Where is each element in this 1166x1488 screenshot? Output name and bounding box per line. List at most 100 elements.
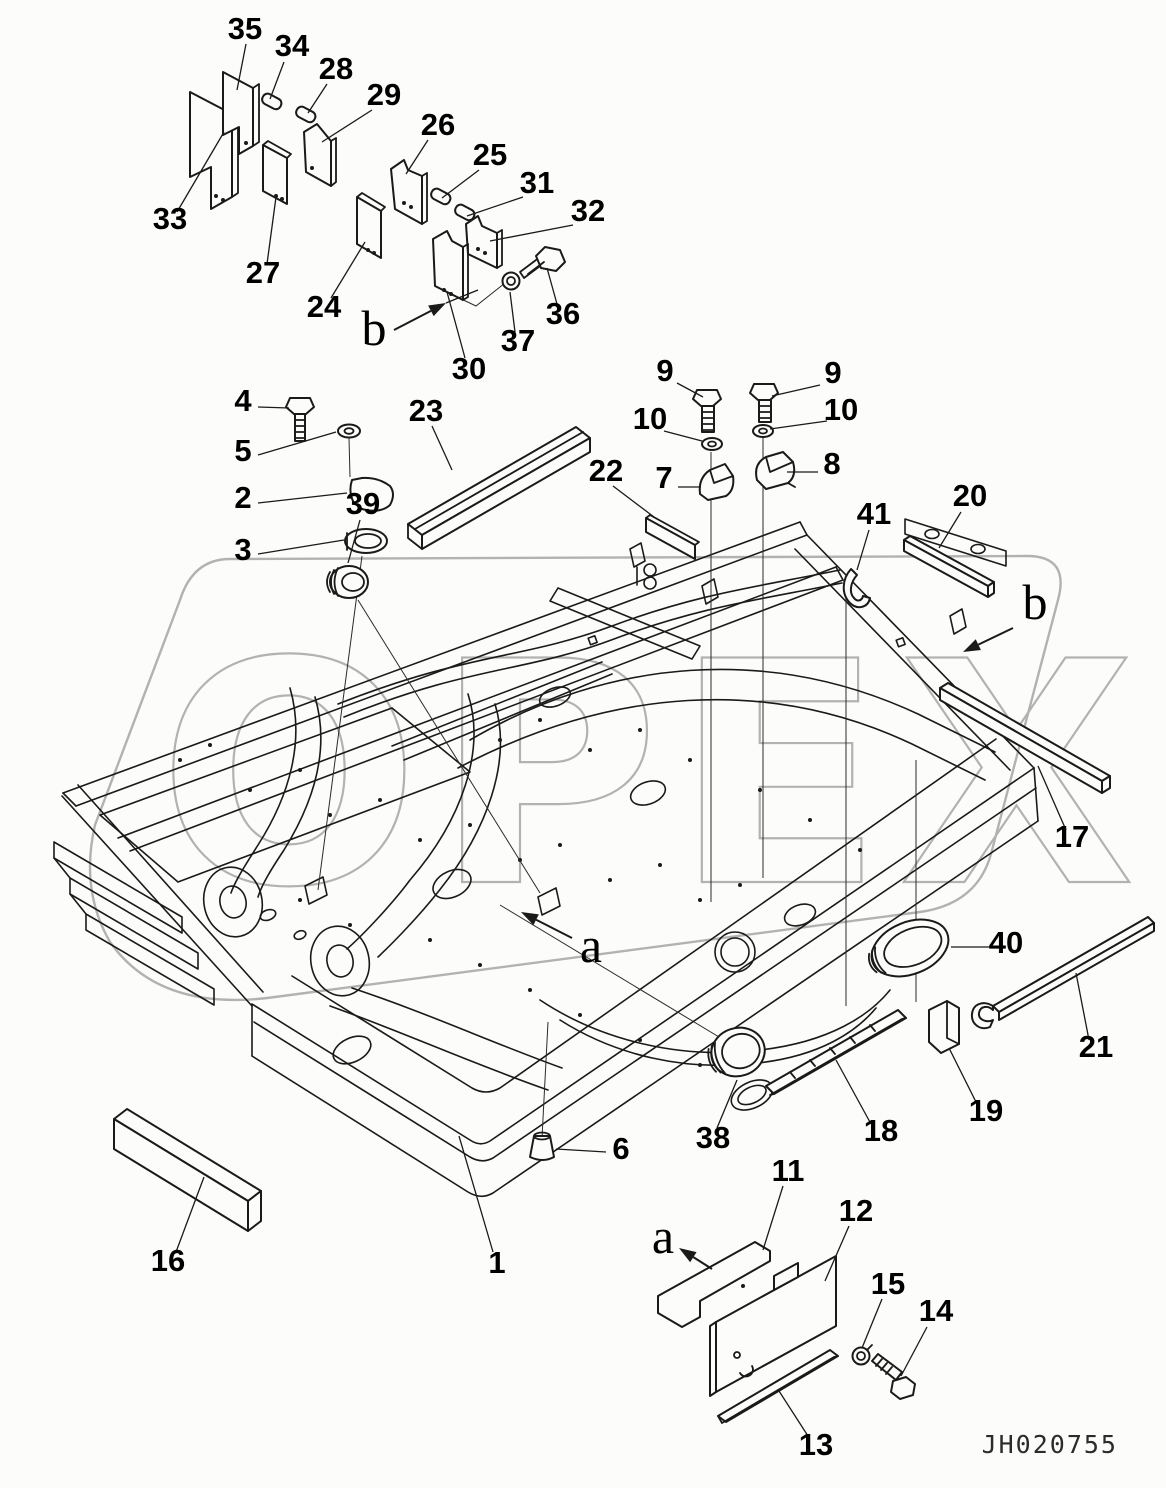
section-letter-b-0: b	[362, 300, 387, 356]
callout-label-26: 26	[421, 107, 455, 142]
part-19-wedge	[928, 1000, 960, 1054]
section-arrow-head-b-0	[428, 303, 446, 317]
callout-label-15: 15	[871, 1266, 905, 1301]
callout-label-21: 21	[1079, 1029, 1113, 1064]
callout-leader-25	[441, 169, 480, 199]
callout-label-31: 31	[520, 165, 554, 200]
callout-label-8: 8	[823, 446, 840, 481]
callout-leader-31	[466, 196, 524, 217]
callout-label-37: 37	[501, 323, 535, 358]
callout-label-32: 32	[571, 193, 605, 228]
part-27-plate	[262, 140, 292, 205]
callout-label-39: 39	[346, 486, 380, 521]
callout-label-38: 38	[696, 1120, 730, 1155]
part-25-pin	[430, 187, 452, 206]
part-38-grommet	[707, 1026, 766, 1078]
part-17-bar	[939, 682, 1111, 794]
callout-label-28: 28	[319, 51, 353, 86]
part-20-bar	[903, 535, 995, 598]
part-5-washer	[337, 423, 361, 439]
callout-leader-16	[175, 1176, 205, 1253]
callout-label-10: 10	[824, 392, 858, 427]
part-36-bolt	[519, 246, 566, 279]
rivet-dots	[178, 718, 862, 1067]
callout-label-16: 16	[151, 1243, 185, 1278]
part-34-pin	[261, 92, 283, 111]
callout-label-41: 41	[857, 496, 891, 531]
callout-leader-23	[431, 425, 453, 471]
section-letter-a-2: a	[580, 917, 602, 973]
callout-label-30: 30	[452, 351, 486, 386]
callout-label-35: 35	[228, 11, 262, 46]
callout-leader-24	[330, 241, 366, 299]
part-32-plate	[465, 215, 503, 269]
callout-label-10: 10	[633, 401, 667, 436]
part-26-plate	[390, 159, 428, 225]
callout-leader-13	[778, 1390, 809, 1437]
callout-leader-33	[176, 131, 225, 213]
part-23-strip	[407, 426, 591, 550]
callout-leader-29	[321, 109, 373, 143]
section-arrow-head-a-3	[679, 1248, 697, 1263]
callout-leader-1	[458, 1135, 494, 1253]
callout-leader-12	[824, 1225, 850, 1282]
callout-leader-9	[676, 382, 704, 398]
callout-leader-35	[236, 43, 247, 91]
callout-label-18: 18	[864, 1113, 898, 1148]
callout-leader-38	[716, 1079, 738, 1129]
callout-label-4: 4	[234, 383, 252, 418]
part-15-washer	[851, 1344, 873, 1366]
part-9-bolt-left	[692, 389, 722, 433]
part-14-bolt	[871, 1353, 916, 1400]
part-11-plate	[657, 1241, 771, 1328]
callout-label-36: 36	[546, 296, 580, 331]
part-21-strip	[970, 916, 1155, 1030]
part-40-oval-grommet	[867, 918, 950, 978]
callout-label-9: 9	[824, 355, 841, 390]
callout-label-19: 19	[969, 1093, 1003, 1128]
callout-leader-39	[347, 519, 361, 564]
callout-label-12: 12	[839, 1193, 873, 1228]
callout-leader-34	[269, 61, 285, 100]
exploded-parts	[113, 71, 1155, 1424]
callout-leader-36	[546, 267, 558, 305]
callout-leader-3	[257, 539, 345, 555]
part-8-wedge	[755, 451, 796, 490]
callout-label-24: 24	[307, 289, 342, 324]
section-letter-a-3: a	[652, 1208, 674, 1264]
part-13-bar	[717, 1349, 839, 1424]
callout-label-17: 17	[1055, 819, 1089, 854]
callout-leader-28	[307, 83, 328, 114]
callout-label-13: 13	[799, 1427, 833, 1462]
section-arrow-line-a-2	[535, 918, 573, 939]
callout-label-9: 9	[656, 353, 673, 388]
part-10-washer-left	[701, 437, 723, 451]
section-letter-b-1: b	[1023, 574, 1048, 630]
callout-leader-21	[1075, 972, 1090, 1041]
section-arrow-head-a-2	[521, 912, 539, 926]
callout-label-23: 23	[409, 393, 443, 428]
part-4-bolt	[285, 397, 315, 442]
watermark-border	[88, 554, 1062, 1002]
part-12-plate	[709, 1255, 837, 1397]
callout-leader-17	[1037, 765, 1067, 831]
part-24-plate	[356, 192, 386, 259]
callout-leader-6	[555, 1148, 607, 1153]
part-18-bar	[765, 1009, 907, 1096]
callout-leader-26	[405, 139, 429, 175]
callout-label-22: 22	[589, 453, 623, 488]
callout-label-6: 6	[612, 1131, 629, 1166]
section-arrow-head-b-1	[963, 639, 981, 652]
callout-leader-15	[861, 1298, 883, 1349]
watermark-text: ОРЕХ	[158, 596, 1149, 955]
part-35-plate	[222, 71, 260, 155]
callout-label-40: 40	[989, 925, 1023, 960]
part-9-bolt-right	[749, 383, 779, 423]
section-arrow-ext-b-0	[445, 289, 479, 304]
callout-leader-19	[948, 1047, 978, 1105]
callout-leader-2	[257, 492, 348, 504]
callout-leader-20	[938, 511, 962, 549]
callout-leader-10	[663, 430, 703, 442]
